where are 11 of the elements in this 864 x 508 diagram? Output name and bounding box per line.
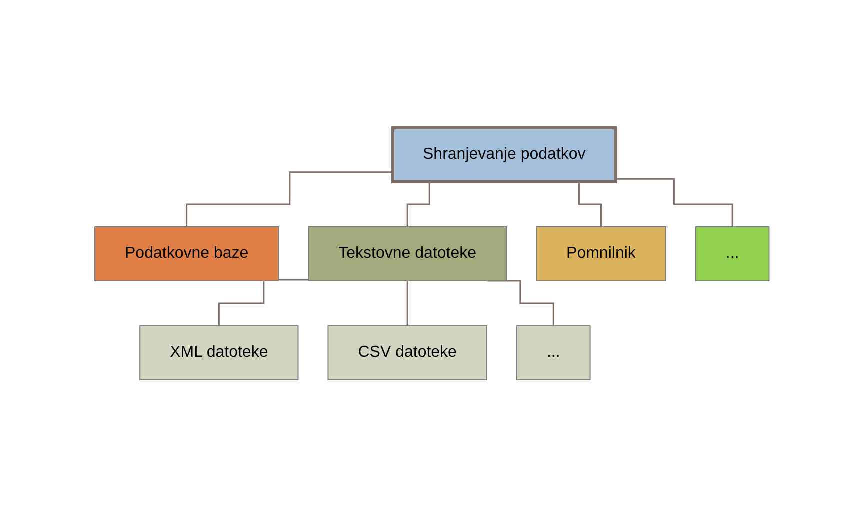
node-box: Podatkovne baze [94,226,280,282]
node-box: ... [516,326,591,380]
node-box: XML datoteke [139,326,299,380]
connector [186,172,393,228]
connector [616,178,734,228]
node-box: ... [695,226,770,282]
connector [406,280,408,327]
node-box: Shranjevanje podatkov [391,126,618,184]
node-box: Tekstovne datoteke [308,226,507,282]
node-box: CSV datoteke [328,326,488,380]
node-box: Pomnilnik [536,226,666,282]
